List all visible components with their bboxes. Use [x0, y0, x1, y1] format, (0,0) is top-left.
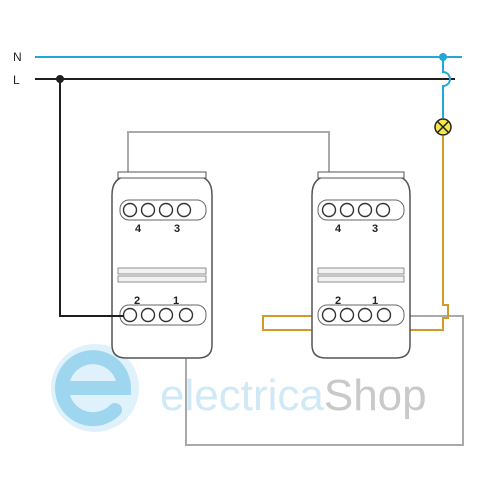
switch-2-terminal-4: 4 [335, 223, 342, 235]
e-logo-icon [51, 344, 139, 432]
live-label: L [13, 73, 20, 87]
switch-2-top-screws [321, 202, 391, 218]
switch-1-terminal-3: 3 [174, 223, 180, 235]
watermark: electricaShop [51, 344, 427, 432]
watermark-part2: Shop [324, 371, 427, 420]
live-wire [35, 78, 455, 317]
switch-1-bottom-screws [122, 307, 194, 323]
switch-2: 4 3 2 1 [311, 171, 411, 359]
switch-1-terminal-4: 4 [135, 223, 142, 235]
switch-1-terminal-1: 1 [173, 295, 179, 307]
switch-1-top-screws [122, 202, 192, 218]
switch-2-terminal-1: 1 [372, 295, 378, 307]
switch-2-terminal-2: 2 [335, 295, 341, 307]
traveler-bottom [185, 315, 464, 446]
neutral-junction-dot [439, 53, 447, 61]
traveler-wires [127, 131, 464, 446]
neutral-wire [35, 56, 462, 118]
switch-2-bottom-screws [321, 307, 392, 323]
live-junction-dot [56, 75, 64, 83]
switch-1: 4 3 2 1 [111, 171, 213, 359]
neutral-label: N [13, 50, 22, 64]
lamp-switch-wire [262, 136, 449, 331]
traveler-top [127, 131, 330, 208]
switch-2-terminal-3: 3 [372, 223, 378, 235]
watermark-part1: electrica [160, 371, 324, 420]
svg-text:electricaShop: electricaShop [160, 371, 427, 420]
lamp-icon [434, 118, 452, 136]
switch-1-terminal-2: 2 [134, 295, 140, 307]
